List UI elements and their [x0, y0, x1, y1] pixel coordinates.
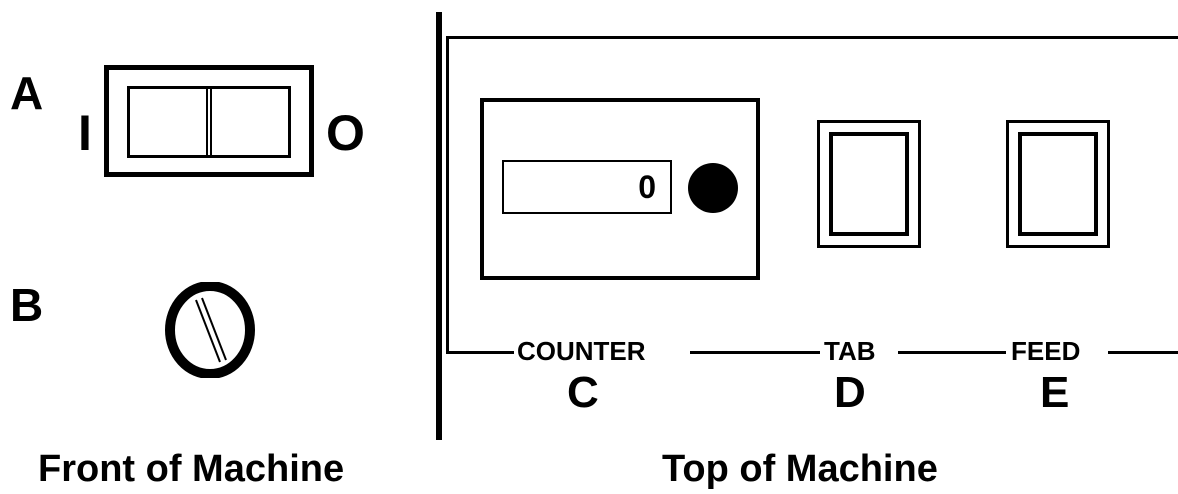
tab-label: TAB — [824, 336, 876, 366]
feed-button[interactable] — [1006, 120, 1110, 248]
off-symbol: O — [326, 105, 365, 161]
top-caption: Top of Machine — [662, 448, 938, 490]
counter-housing — [480, 98, 760, 280]
rule-segment — [690, 351, 820, 354]
label-d: D — [834, 368, 866, 417]
tab-button-inner — [829, 132, 909, 236]
label-c: C — [567, 368, 599, 417]
label-e: E — [1040, 368, 1070, 417]
dial-knob-icon[interactable] — [162, 282, 258, 378]
reset-button-icon[interactable] — [688, 163, 738, 213]
switch-rocker — [127, 86, 291, 158]
top-panel-left-edge — [446, 36, 449, 352]
rule-segment — [1108, 351, 1178, 354]
counter-display: 0 — [502, 160, 672, 214]
front-caption: Front of Machine — [38, 448, 345, 490]
feed-button-inner — [1018, 132, 1098, 236]
label-a: A — [10, 67, 44, 119]
power-rocker-switch-icon[interactable] — [104, 65, 314, 177]
feed-label: FEED — [1011, 336, 1081, 366]
top-panel-edge — [446, 36, 1178, 39]
panel-separator — [436, 12, 442, 440]
rule-segment — [446, 351, 514, 354]
counter-label: COUNTER — [517, 336, 646, 366]
label-b: B — [10, 279, 44, 331]
tab-button[interactable] — [817, 120, 921, 248]
switch-divider — [206, 89, 212, 155]
rule-segment — [898, 351, 1006, 354]
on-symbol: I — [78, 105, 92, 161]
